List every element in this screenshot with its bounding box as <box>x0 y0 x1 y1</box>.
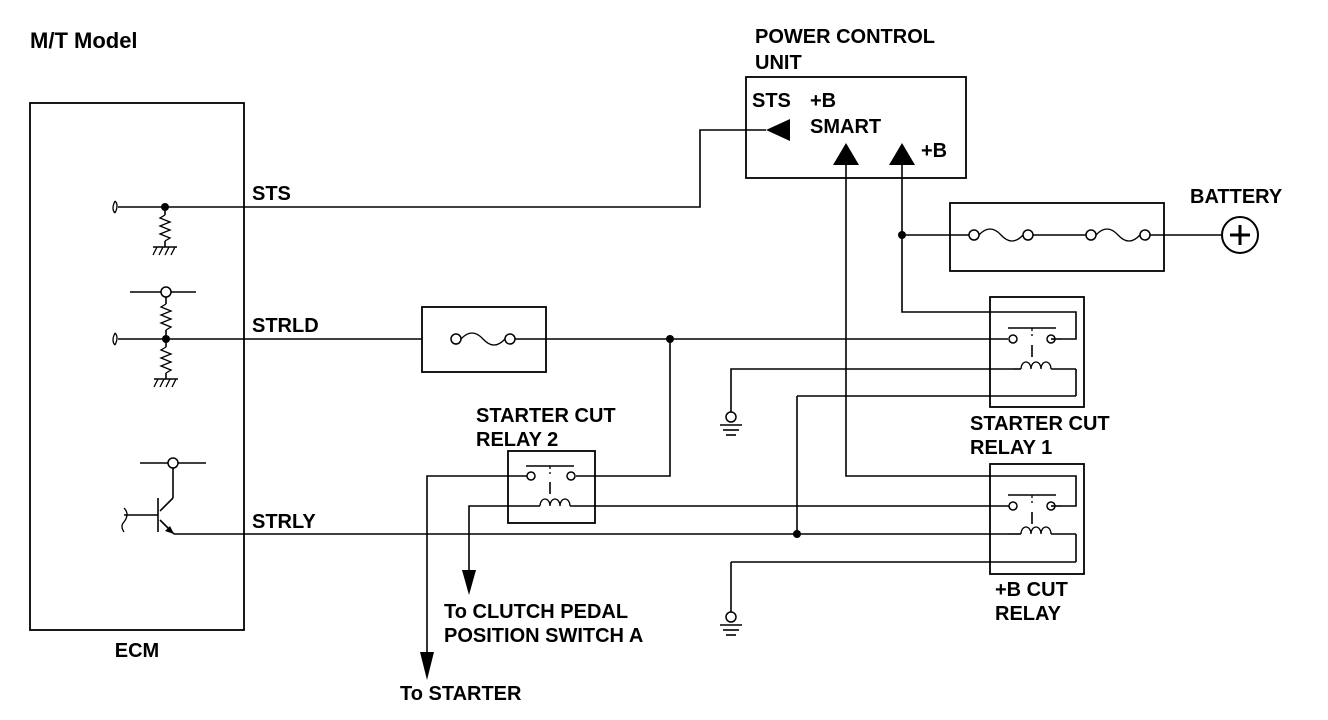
relay1-label-line2: RELAY 1 <box>970 437 1052 459</box>
battery-label: BATTERY <box>1190 186 1283 208</box>
wire-strld-to-relay2 <box>576 339 671 477</box>
starter-label: To STARTER <box>400 683 522 705</box>
pcu-box <box>745 76 967 179</box>
relay2-label-line2: RELAY 2 <box>476 429 558 451</box>
ecm-box <box>29 102 245 631</box>
ground-symbol-1 <box>720 411 742 436</box>
fuse-block-box <box>949 202 1165 272</box>
battery-fuse-block <box>898 202 1222 272</box>
b-cut-relay <box>731 463 1085 575</box>
signal-label-strld: STRLD <box>252 315 319 337</box>
wire-relay1-ground <box>730 368 1013 412</box>
relay1-label-line1: STARTER CUT <box>970 413 1110 435</box>
pcu-pin-sts: STS <box>752 90 791 112</box>
wire-to-starter <box>426 475 527 660</box>
relay2-label-line1: STARTER CUT <box>476 405 616 427</box>
starter-cut-relay-1 <box>797 296 1085 408</box>
clutch-label-line2: POSITION SWITCH A <box>444 625 643 647</box>
wire-sts <box>244 129 766 208</box>
battery-symbol <box>1221 216 1259 254</box>
pcu-pin-b-smart-line2: SMART <box>810 116 881 138</box>
pcu-label-line1: POWER CONTROL <box>755 26 935 48</box>
starter-arrow <box>420 652 434 680</box>
ecm-sts-pulldown-resistor <box>112 200 244 256</box>
pcu-b-smart-arrow <box>833 143 859 165</box>
pcu-pin-b-smart-line1: +B <box>810 90 836 112</box>
power-control-unit: POWER CONTROL UNIT STS +B SMART +B <box>745 26 967 179</box>
clutch-label-line1: To CLUTCH PEDAL <box>444 601 628 623</box>
diagram-title: M/T Model <box>30 28 138 53</box>
clutch-arrow <box>462 570 476 595</box>
pcu-b-arrow <box>889 143 915 165</box>
bcut-relay-label-line1: +B CUT <box>995 579 1068 601</box>
signal-label-sts: STS <box>252 183 291 205</box>
pcu-sts-input-arrow <box>766 119 790 141</box>
ground-symbol-2 <box>720 611 742 636</box>
pcu-pin-b: +B <box>921 140 947 162</box>
bcut-relay-label-line2: RELAY <box>995 603 1062 625</box>
pcu-label-line2: UNIT <box>755 52 802 74</box>
signal-label-strly: STRLY <box>252 511 316 533</box>
ecm-block: ECM <box>29 102 245 662</box>
ecm-strly-transistor <box>121 457 244 535</box>
ecm-strld-resistor-network <box>112 286 244 388</box>
wire-to-clutch-switch <box>468 505 540 575</box>
wire-b-to-relay1 <box>901 165 1077 340</box>
starter-cut-relay-2 <box>507 450 596 524</box>
ecm-label: ECM <box>115 640 159 662</box>
wire-b-smart <box>845 165 1077 507</box>
